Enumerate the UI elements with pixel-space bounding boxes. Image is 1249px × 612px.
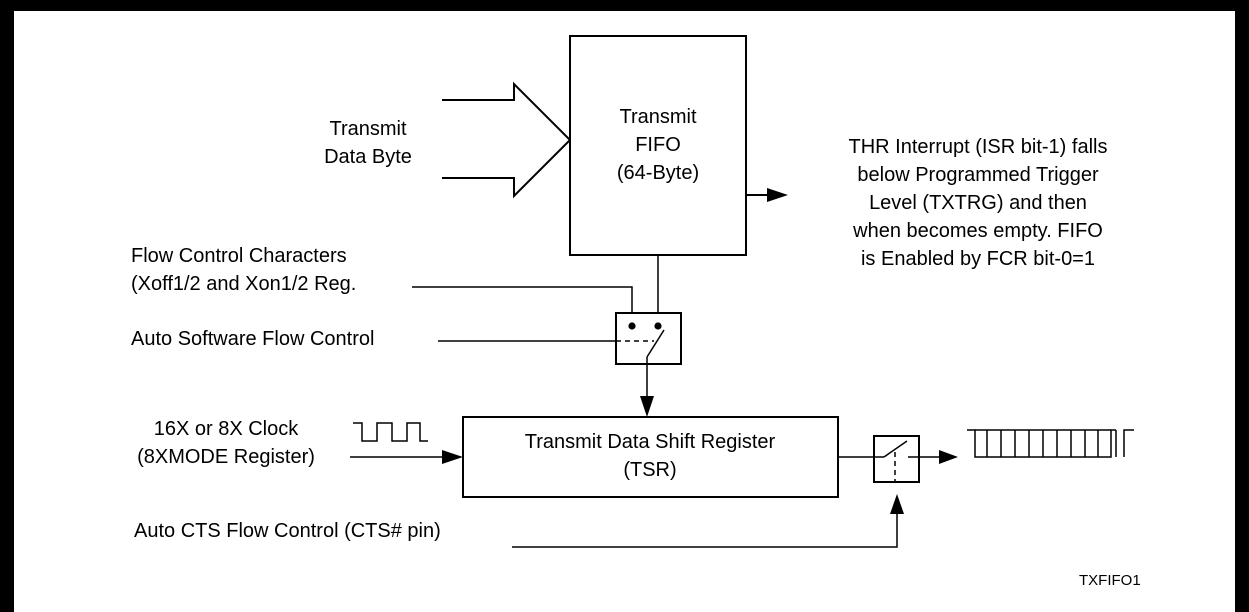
fifo-label-line3: (64-Byte): [617, 162, 699, 184]
switch-to-tsr-arrow-head: [640, 396, 654, 417]
fifo-label-line2: FIFO: [635, 134, 681, 156]
thr-interrupt-note: THR Interrupt (ISR bit-1) falls below Pr…: [849, 136, 1108, 270]
interrupt-note-line5: is Enabled by FCR bit-0=1: [861, 248, 1095, 270]
transmit-data-byte-input: Transmit Data Byte: [324, 81, 572, 199]
interrupt-note-line2: below Programmed Trigger: [857, 164, 1099, 186]
transmit-label-line1: Transmit: [329, 118, 406, 140]
data-input-hollow-arrow: [442, 81, 572, 199]
transmit-fifo-box: [569, 35, 747, 256]
thr-interrupt-arrow-head: [767, 188, 788, 202]
flow-chars-label-line2: (Xoff1/2 and Xon1/2 Reg.: [131, 273, 356, 295]
sw-flow-switch-box: [615, 312, 682, 365]
clock-label-line1: 16X or 8X Clock: [154, 418, 300, 440]
transmit-label-line2: Data Byte: [324, 146, 412, 168]
interrupt-note-line4: when becomes empty. FIFO: [852, 220, 1103, 242]
fifo-label-line1: Transmit: [619, 106, 696, 128]
clock-label-line2: (8XMODE Register): [137, 446, 315, 468]
switch-contact-dot-right: [654, 322, 662, 330]
tsr-label-line1: Transmit Data Shift Register: [525, 431, 776, 453]
cts-arrow-head: [890, 494, 904, 514]
clock-arrow-head: [442, 450, 463, 464]
serial-output-waveform-icon: [967, 429, 1134, 458]
flow-chars-label-line1: Flow Control Characters: [131, 245, 347, 267]
serial-out-arrow-head: [939, 450, 958, 464]
flow-chars-line: [412, 286, 633, 324]
tsr-label-line2: (TSR): [623, 459, 676, 481]
switch-contact-dot-left: [628, 322, 636, 330]
tsr-box: [462, 416, 839, 498]
auto-sw-flow-label: Auto Software Flow Control: [131, 328, 374, 350]
clock-waveform-icon: [353, 422, 428, 442]
cts-switch-blade: [883, 440, 908, 458]
figure-id-label: TXFIFO1: [1079, 572, 1141, 589]
switch-blade: [646, 329, 665, 358]
cts-line: [512, 512, 898, 548]
cts-switch-box: [873, 435, 920, 483]
cts-label: Auto CTS Flow Control (CTS# pin): [134, 520, 441, 542]
interrupt-note-line3: Level (TXTRG) and then: [869, 192, 1087, 214]
interrupt-note-line1: THR Interrupt (ISR bit-1) falls: [849, 136, 1108, 158]
